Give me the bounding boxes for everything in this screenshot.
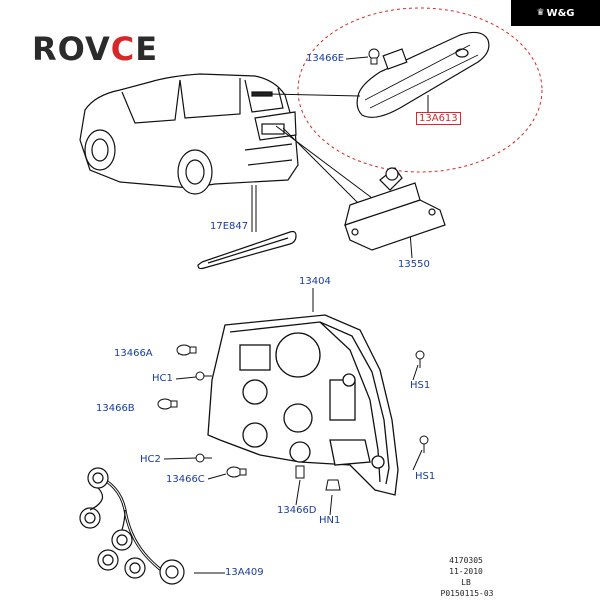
reference-block: 4170305 11-2010 LB [444, 555, 488, 588]
bulb-13466A [176, 344, 197, 356]
callout-13466C: 13466C [166, 474, 205, 485]
callout-13A409: 13A409 [225, 567, 264, 578]
reference-code: P0150115-03 [440, 589, 494, 598]
highlight-ellipse [297, 7, 543, 173]
bulb-13466C [226, 466, 247, 478]
callout-HS1-top: HS1 [410, 380, 431, 391]
stud-HS1-bottom [419, 435, 429, 453]
reference-line-1: 4170305 [449, 556, 483, 565]
callout-13466E: 13466E [306, 53, 345, 64]
callout-13466A: 13466A [114, 348, 153, 359]
callout-13550: 13550 [398, 259, 430, 270]
nut-HN1 [325, 479, 341, 491]
logo-main: ROV [32, 30, 111, 68]
callout-13466B: 13466B [96, 403, 135, 414]
screw-HC2 [195, 453, 212, 463]
callout-HC1: HC1 [152, 373, 173, 384]
reference-line-3: LB [461, 578, 471, 587]
stud-HS1-top [415, 350, 425, 368]
brand-badge: ♛ W&G [511, 0, 600, 26]
callout-13A613: 13A613 [416, 112, 461, 125]
screw-HC1 [195, 371, 212, 381]
callout-17E847: 17E847 [210, 221, 249, 232]
brand-logo: ROVCE [32, 30, 158, 68]
wiring-harness [79, 467, 185, 585]
callout-13404: 13404 [299, 276, 331, 287]
side-marker-lamp [197, 230, 297, 270]
reference-line-2: 11-2010 [449, 567, 483, 576]
callout-HN1: HN1 [319, 515, 341, 526]
high-mount-stop-lamp [356, 31, 490, 118]
logo-end: E [135, 30, 159, 68]
logo-accent: C [110, 30, 136, 68]
leader-lines [159, 93, 429, 574]
tail-lamp-assembly [207, 314, 399, 496]
licence-plate-lamp [344, 167, 446, 251]
callout-HS1-bottom: HS1 [415, 471, 436, 482]
callout-13466D: 13466D [277, 505, 317, 516]
bulb-13466D [295, 465, 305, 479]
bulb-13466E [345, 48, 380, 65]
vehicle-illustration [79, 73, 299, 195]
bulb-13466B [157, 398, 178, 410]
brand-badge-text: W&G [546, 7, 575, 19]
callout-HC2: HC2 [140, 454, 161, 465]
crown-icon: ♛ [536, 8, 544, 18]
